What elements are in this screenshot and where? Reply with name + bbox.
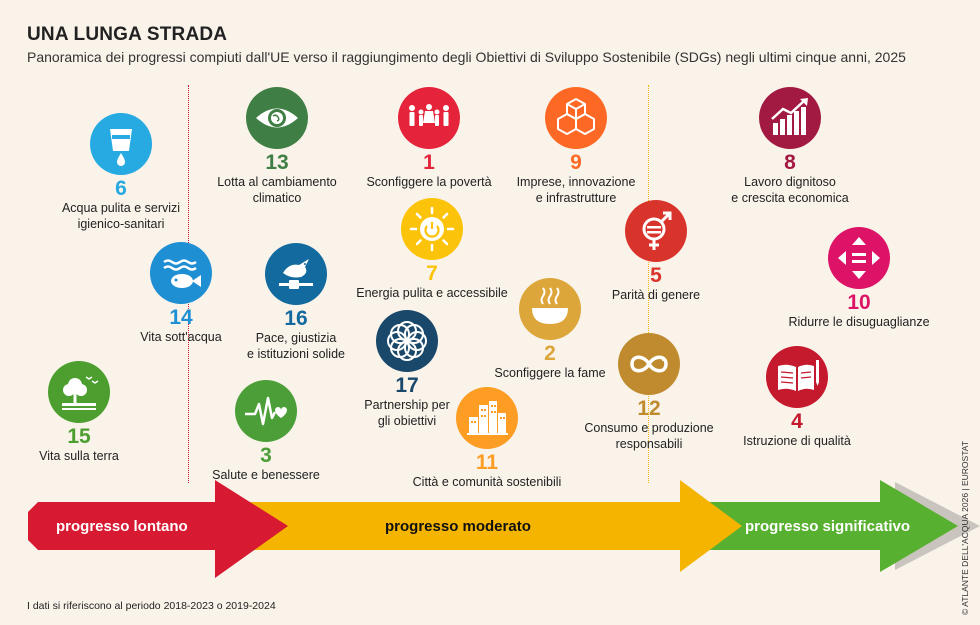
- goal-8: 8 Lavoro dignitoso e crescita economica: [700, 87, 880, 206]
- goal-number: 7: [426, 262, 438, 285]
- arrow-moderate: [225, 480, 742, 572]
- goal-label: Imprese, innovazione e infrastrutture: [516, 175, 636, 205]
- goal-17: 17 Partnership per gli obiettivi: [317, 310, 497, 429]
- goal-4: 4 Istruzione di qualità: [707, 346, 887, 450]
- goal-6: 6 Acqua pulita e servizi igienico-sanita…: [31, 113, 211, 232]
- growth-chart-icon: [759, 87, 821, 149]
- goal-number: 14: [169, 306, 193, 329]
- arrow-significant: [680, 480, 958, 572]
- power-sun-icon: [401, 198, 463, 260]
- goal-number: 16: [284, 307, 308, 330]
- goal-number: 5: [650, 264, 662, 287]
- goal-label: Energia pulita e accessibile: [356, 286, 508, 300]
- goal-number: 10: [847, 291, 871, 314]
- zone-label-significant: progresso significativo: [745, 518, 911, 535]
- goal-label: Lavoro dignitoso e crescita economica: [731, 175, 849, 205]
- goal-number: 9: [570, 151, 582, 174]
- goal-5: 5 Parità di genere: [566, 200, 746, 304]
- cubes-icon: [545, 87, 607, 149]
- goal-11: 11 Città e comunità sostenibili: [397, 387, 577, 491]
- dove-icon: [265, 243, 327, 305]
- goal-label: Acqua pulita e servizi igienico-sanitari: [61, 201, 181, 231]
- goal-1: 1 Sconfiggere la povertà: [339, 87, 519, 191]
- goal-number: 17: [395, 374, 419, 397]
- goal-label: Pace, giustizia e istituzioni solide: [247, 331, 345, 361]
- arrow-far: [28, 480, 288, 578]
- page-subtitle: Panoramica dei progressi compiuti dall'U…: [27, 49, 906, 65]
- goal-number: 12: [637, 397, 661, 420]
- heartbeat-icon: [235, 380, 297, 442]
- goal-label: Istruzione di qualità: [743, 434, 851, 448]
- goal-15: 15 Vita sulla terra: [0, 361, 169, 465]
- goal-9: 9 Imprese, innovazione e infrastrutture: [486, 87, 666, 206]
- book-icon: [766, 346, 828, 408]
- buildings-icon: [456, 387, 518, 449]
- zone-label-far: progresso lontano: [56, 518, 188, 535]
- footnote: I dati si riferiscono al periodo 2018-20…: [27, 600, 276, 612]
- goal-number: 3: [260, 444, 272, 467]
- goal-label: Vita sott'acqua: [140, 330, 222, 344]
- goal-label: Parità di genere: [611, 288, 701, 302]
- goal-number: 11: [475, 451, 499, 474]
- goal-label: Partnership per gli obiettivi: [364, 398, 450, 428]
- goal-10: 10 Ridurre le disuguaglianze: [769, 227, 949, 331]
- bowl-icon: [519, 278, 581, 340]
- infinity-icon: [618, 333, 680, 395]
- goal-label: Ridurre le disuguaglianze: [788, 315, 930, 329]
- goal-number: 4: [791, 410, 803, 433]
- goal-number: 13: [265, 151, 289, 174]
- goal-14: 14 Vita sott'acqua: [91, 242, 271, 346]
- family-icon: [398, 87, 460, 149]
- source-credit: © ATLANTE DELL'ACQUA 2026 | EUROSTAT: [960, 440, 970, 615]
- goal-label: Lotta al cambiamento climatico: [217, 175, 337, 205]
- gender-icon: [625, 200, 687, 262]
- page-title: UNA LUNGA STRADA: [27, 24, 228, 45]
- equality-arrows-icon: [828, 227, 890, 289]
- goal-2: 2 Sconfiggere la fame: [460, 278, 640, 382]
- progress-arrow-band: [28, 480, 980, 578]
- goal-label: Salute e benessere: [212, 468, 320, 482]
- goal-3: 3 Salute e benessere: [176, 380, 356, 484]
- fish-icon: [150, 242, 212, 304]
- goal-label: Consumo e produzione responsabili: [584, 421, 714, 451]
- separator-moderate-significant: [648, 85, 649, 483]
- goal-16: 16 Pace, giustizia e istituzioni solide: [206, 243, 386, 362]
- goal-number: 1: [423, 151, 435, 174]
- goal-number: 6: [115, 177, 127, 200]
- water-glass-icon: [90, 113, 152, 175]
- goal-number: 15: [67, 425, 91, 448]
- flower-rings-icon: [376, 310, 438, 372]
- goal-label: Sconfiggere la fame: [494, 366, 606, 380]
- goal-13: 13 Lotta al cambiamento climatico: [187, 87, 367, 206]
- goal-7: 7 Energia pulita e accessibile: [342, 198, 522, 302]
- zone-label-moderate: progresso moderato: [385, 518, 531, 535]
- goal-label: Città e comunità sostenibili: [412, 475, 562, 489]
- eye-globe-icon: [246, 87, 308, 149]
- tree-icon: [48, 361, 110, 423]
- goal-label: Sconfiggere la povertà: [366, 175, 492, 189]
- goal-12: 12 Consumo e produzione responsabili: [559, 333, 739, 452]
- goal-number: 2: [544, 342, 556, 365]
- goal-number: 8: [784, 151, 796, 174]
- goal-label: Vita sulla terra: [39, 449, 119, 463]
